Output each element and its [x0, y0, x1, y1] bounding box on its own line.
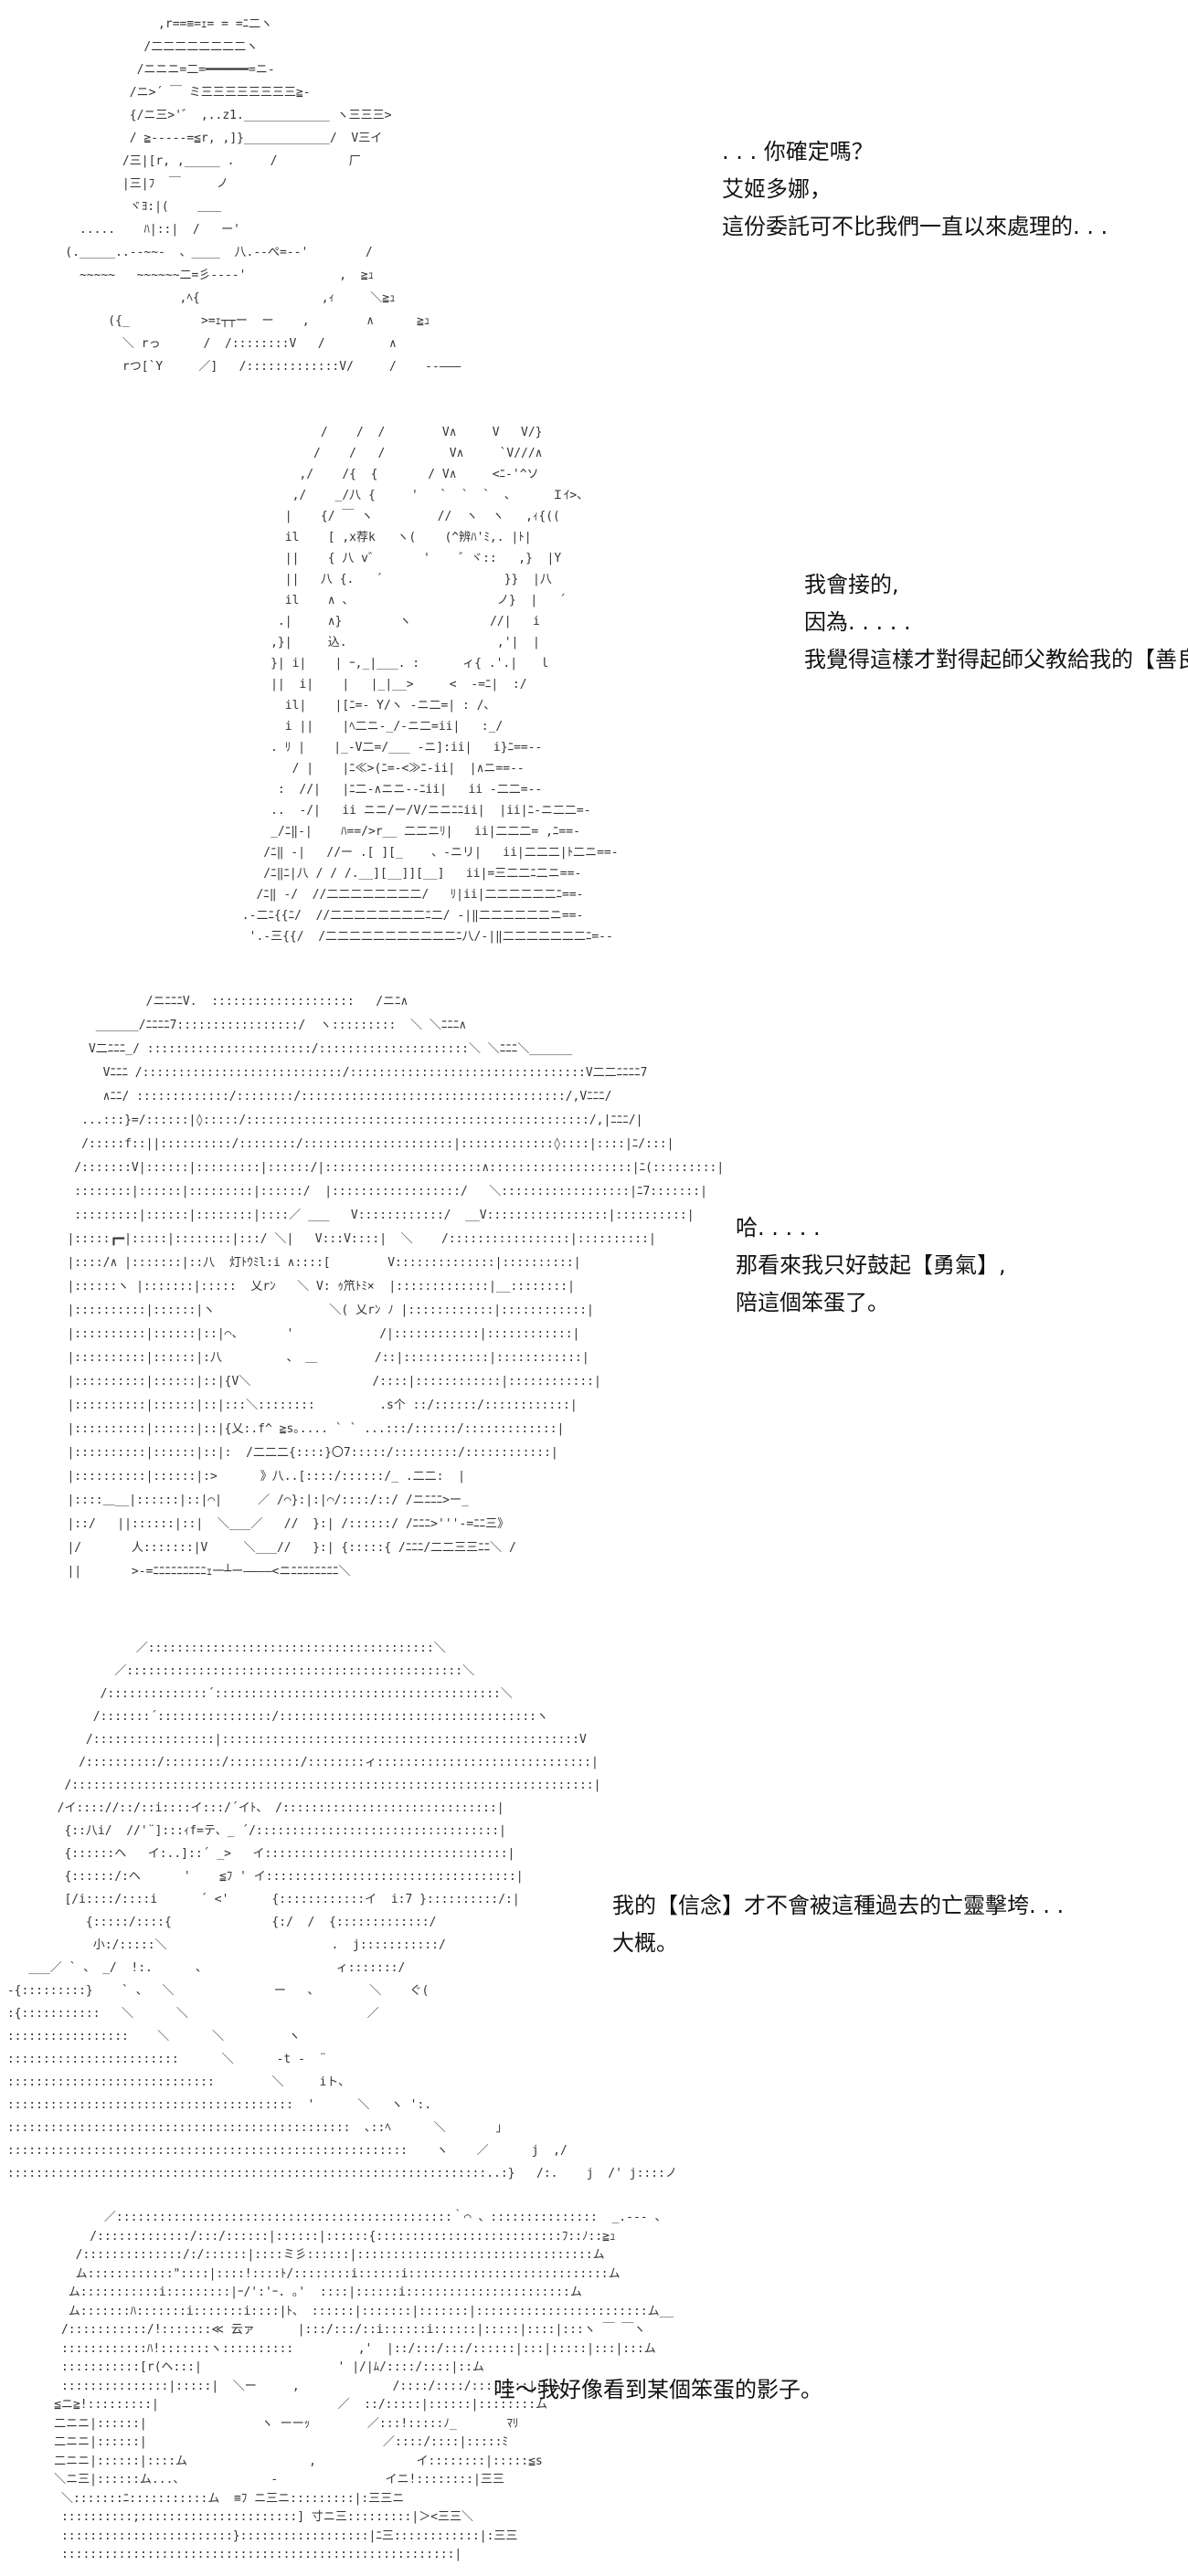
dialogue-line: 大概。 [612, 1930, 678, 1956]
dialogue-5: 哇～我好像看到某個笨蛋的影子。 [493, 2371, 822, 2409]
dialogue-line: 哈. . . . . [736, 1215, 821, 1240]
dialogue-1: . . . 你確定嗎？ 艾姬多娜， 這份委託可不比我們一直以來處理的. . . [722, 133, 1108, 246]
dialogue-2: 我會接的, 因為. . . . . 我覺得這樣才對得起師父教給我的【善良】。 [804, 566, 1188, 679]
dialogue-line: 我覺得這樣才對得起師父教給我的【善良】。 [804, 647, 1188, 672]
panel-2: / / / V∧ V V/} / / / V∧ `V///∧ ,/ /{ { /… [0, 393, 1188, 968]
panel-5: ／:::::::::::::::::::::::::::::::::::::::… [0, 2192, 1188, 2576]
dialogue-line: 我的【信念】才不會被這種過去的亡靈擊垮. . . [612, 1893, 1065, 1918]
ascii-art-grinning-character: ／:::::::::::::::::::::::::::::::::::::::… [54, 2211, 674, 2561]
panel-3: /ニﾆﾆﾆV. :::::::::::::::::::: /ニﾆ∧ ______… [0, 977, 1188, 1608]
dialogue-line: 陪這個笨蛋了。 [736, 1290, 889, 1315]
dialogue-line: 這份委託可不比我們一直以來處理的. . . [722, 214, 1108, 239]
dialogue-line: 艾姬多娜， [722, 176, 832, 202]
ascii-art-long-hair-girl: / / / V∧ V V/} / / / V∧ `V///∧ ,/ /{ { /… [241, 426, 619, 944]
panel-1: ,r==≡=ｪ= = =ﾆ二ヽ /二二二二二二二二ヽ /ニニニ=二=━━━━━━… [0, 0, 1188, 384]
dialogue-line: 那看來我只好鼓起【勇氣】, [736, 1252, 1006, 1278]
dialogue-line: 我會接的, [804, 572, 899, 597]
dialogue-line: . . . 你確定嗎？ [722, 139, 874, 164]
dialogue-4: 我的【信念】才不會被這種過去的亡靈擊垮. . . 大概。 [612, 1887, 1064, 1962]
dialogue-line: 哇～我好像看到某個笨蛋的影子。 [493, 2377, 822, 2402]
dialogue-3: 哈. . . . . 那看來我只好鼓起【勇氣】, 陪這個笨蛋了。 [736, 1209, 1006, 1322]
panel-4: ／:::::::::::::::::::::::::::::::::::::::… [0, 1617, 1188, 2192]
ascii-art-hat-girl: ,r==≡=ｪ= = =ﾆ二ヽ /二二二二二二二二ヽ /ニニニ=二=━━━━━━… [65, 17, 461, 374]
dialogue-line: 因為. . . . . [804, 609, 911, 635]
ascii-art-hooded-figure: ／:::::::::::::::::::::::::::::::::::::::… [6, 1642, 677, 2180]
ascii-art-smiling-girl: /ニﾆﾆﾆV. :::::::::::::::::::: /ニﾆ∧ ______… [67, 995, 725, 1578]
